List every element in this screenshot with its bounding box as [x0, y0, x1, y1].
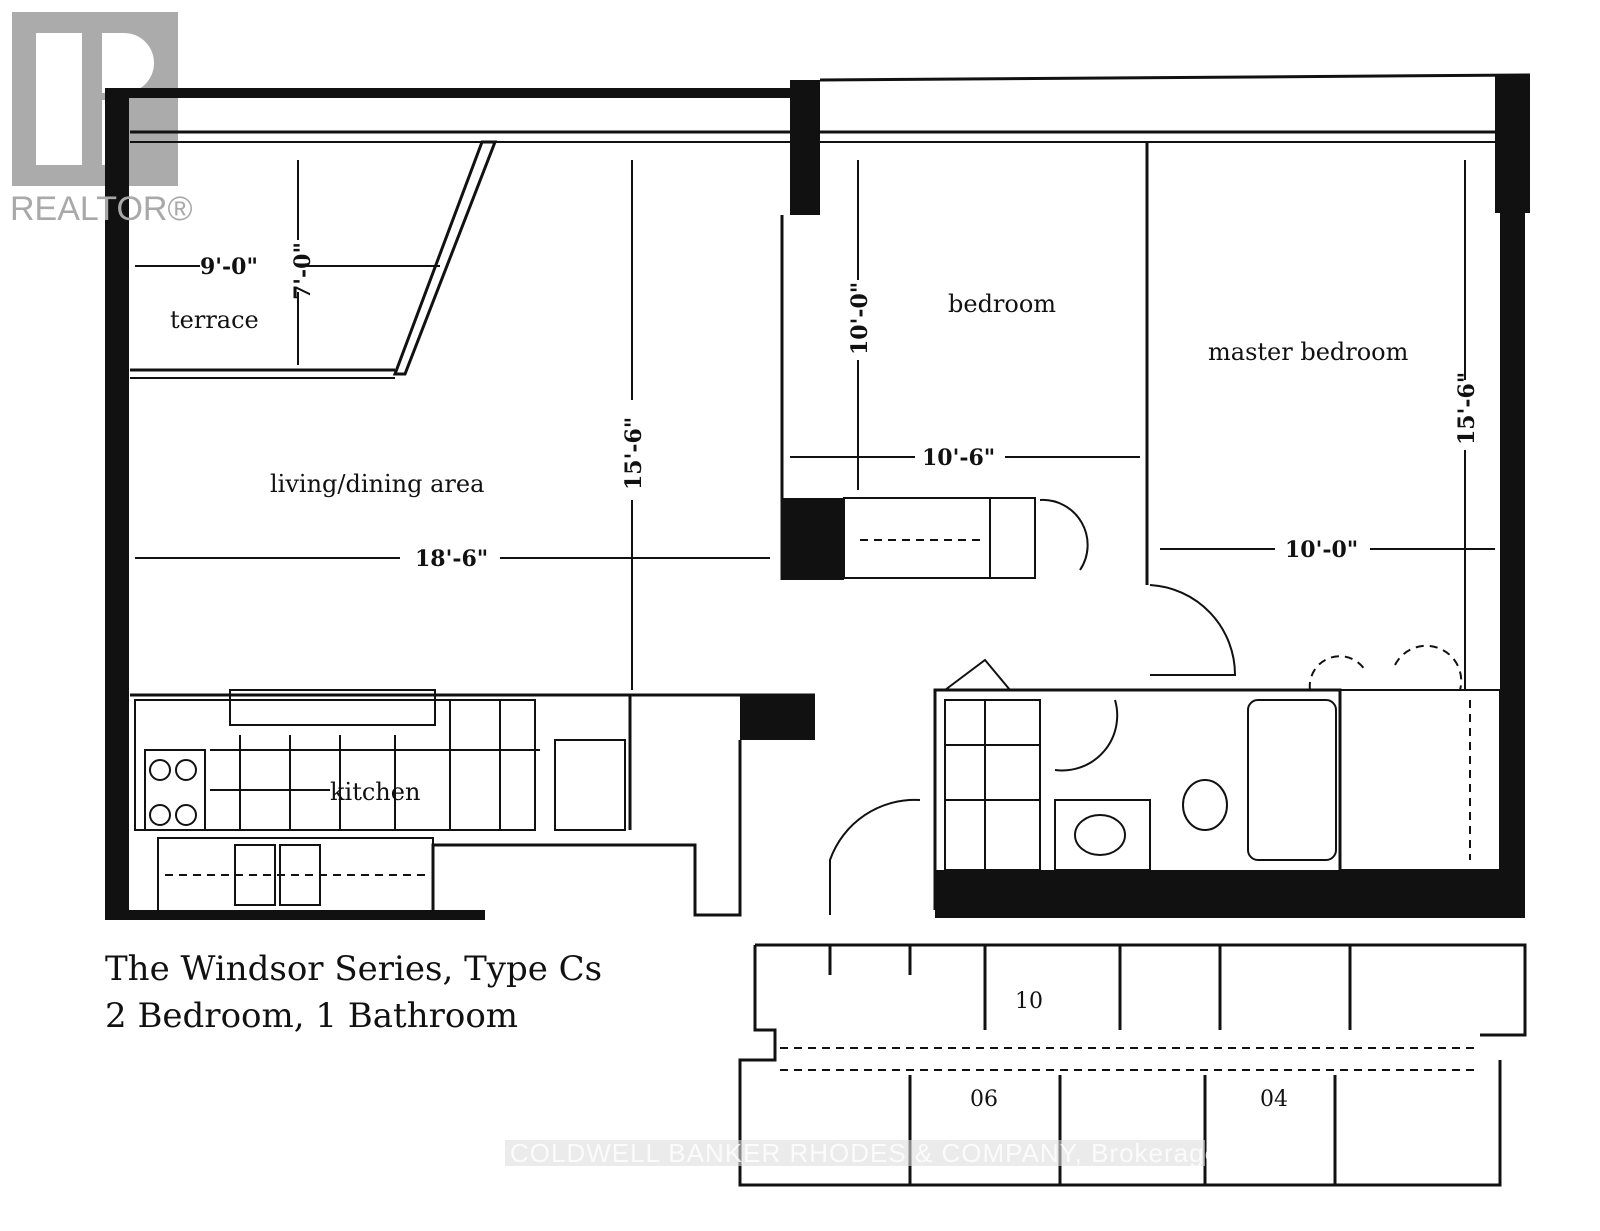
watermark-band: [505, 1140, 1205, 1166]
realtor-logo-text: REALTOR®: [10, 190, 193, 228]
room-label-living-dining: living/dining area: [270, 470, 484, 498]
key-plate-unit-06: 06: [970, 1087, 998, 1112]
dim-master-width: 10'-0": [1285, 537, 1358, 563]
brokerage-watermark: COLDWELL BANKER RHODES & COMPANY, Broker…: [510, 1138, 1220, 1168]
realtor-logo: [12, 12, 178, 186]
key-plate: 10 06 04: [738, 943, 1527, 1187]
dim-bedroom-depth: 10'-0": [847, 282, 873, 355]
dim-master-depth: 15'-6": [1454, 372, 1480, 445]
key-plate-unit-04: 04: [1260, 1087, 1288, 1112]
room-label-kitchen: kitchen: [330, 778, 420, 806]
dimension-lines: [135, 160, 1495, 690]
room-label-bedroom: bedroom: [948, 290, 1056, 318]
key-plate-unit-10: 10: [1015, 989, 1043, 1014]
dim-living-depth: 15'-6": [621, 417, 647, 490]
room-label-terrace: terrace: [170, 306, 259, 334]
dim-terrace-width: 9'-0": [200, 254, 258, 280]
room-label-master-bedroom: master bedroom: [1208, 338, 1409, 366]
dim-bedroom-width: 10'-6": [922, 445, 995, 471]
walls: [105, 73, 1531, 920]
plan-title: The Windsor Series, Type Cs: [105, 949, 602, 989]
dim-terrace-depth: 7'-0": [290, 242, 316, 300]
dim-living-width: 18'-6": [415, 546, 488, 572]
plan-subtitle: 2 Bedroom, 1 Bathroom: [105, 996, 518, 1036]
